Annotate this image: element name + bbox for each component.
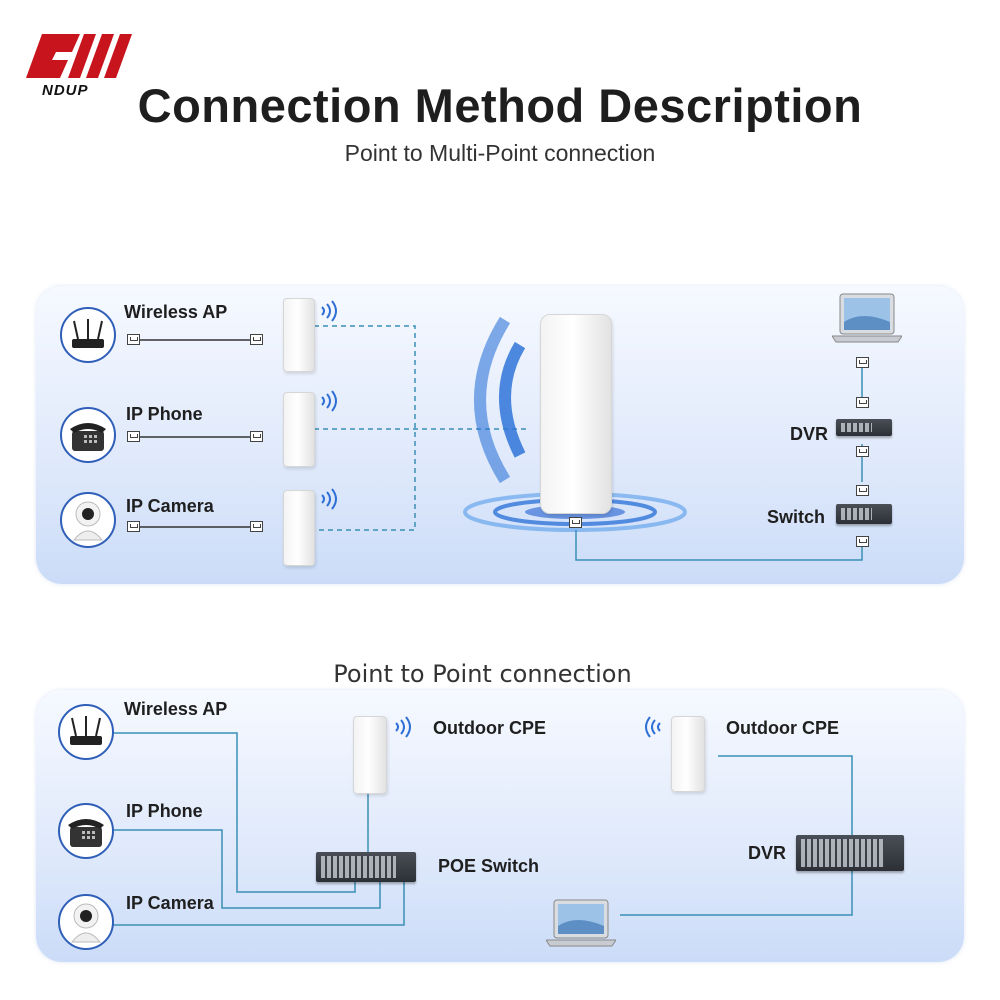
p2mp-subtitle: Point to Multi-Point connection bbox=[344, 140, 656, 166]
laptop-icon bbox=[545, 898, 617, 955]
ip-camera-label: IP Camera bbox=[126, 893, 214, 913]
router-icon bbox=[70, 716, 102, 745]
wireless-ap-device bbox=[58, 704, 114, 760]
wifi-signal-icon bbox=[642, 716, 664, 743]
outdoor-cpe-right bbox=[671, 716, 705, 792]
ip-camera-device bbox=[60, 492, 116, 548]
outdoor-cpe-left-label: Outdoor CPE bbox=[433, 718, 546, 738]
ethernet-port-icon bbox=[856, 357, 869, 368]
ip-phone-device bbox=[60, 407, 116, 463]
ip-phone-label: IP Phone bbox=[126, 801, 203, 821]
ethernet-port-icon bbox=[250, 334, 263, 345]
p2p-subtitle: Point to Point connection bbox=[333, 660, 632, 688]
outdoor-cpe-left bbox=[353, 716, 387, 794]
dvr-device bbox=[796, 835, 904, 871]
phone-icon bbox=[68, 819, 104, 847]
dvr-label: DVR bbox=[790, 424, 829, 444]
ethernet-port-icon bbox=[127, 521, 140, 532]
ip-phone-label: IP Phone bbox=[126, 404, 203, 424]
client-cpe bbox=[283, 490, 315, 566]
client-cpe bbox=[283, 392, 315, 467]
logo-text: NDUP bbox=[42, 82, 89, 99]
wifi-signal-icon bbox=[392, 716, 414, 743]
client-cpe bbox=[283, 298, 315, 372]
dvr-device bbox=[836, 419, 892, 436]
wireless-ap-device bbox=[60, 307, 116, 363]
camera-icon bbox=[70, 903, 102, 943]
page-title: Connection Method Description bbox=[137, 79, 863, 132]
poe-switch-label: POE Switch bbox=[438, 856, 540, 876]
poe-switch-device bbox=[316, 852, 416, 882]
dvr-label: DVR bbox=[748, 843, 787, 863]
wireless-ap-label: Wireless AP bbox=[124, 699, 228, 719]
ethernet-port-icon bbox=[127, 431, 140, 442]
ip-phone-device bbox=[58, 803, 114, 859]
ip-camera-device bbox=[58, 894, 114, 950]
ethernet-port-icon bbox=[250, 431, 263, 442]
ethernet-port-icon bbox=[569, 517, 582, 528]
base-station-cpe bbox=[540, 314, 612, 514]
wifi-signal-icon bbox=[318, 300, 340, 327]
wifi-signal-icon bbox=[318, 488, 340, 515]
laptop-icon bbox=[831, 292, 903, 353]
switch-label: Switch bbox=[767, 507, 826, 527]
phone-icon bbox=[70, 423, 106, 451]
ethernet-port-icon bbox=[856, 485, 869, 496]
wireless-ap-label: Wireless AP bbox=[124, 302, 228, 322]
ethernet-port-icon bbox=[250, 521, 263, 532]
brand-logo: NDUP bbox=[22, 26, 142, 102]
ethernet-port-icon bbox=[856, 397, 869, 408]
logo-mark-icon bbox=[26, 34, 132, 78]
switch-device bbox=[836, 504, 892, 524]
ip-camera-label: IP Camera bbox=[126, 496, 214, 516]
ethernet-port-icon bbox=[856, 536, 869, 547]
wifi-signal-icon bbox=[318, 390, 340, 417]
outdoor-cpe-right-label: Outdoor CPE bbox=[726, 718, 839, 738]
p2p-panel bbox=[36, 690, 964, 962]
camera-icon bbox=[72, 501, 104, 541]
ethernet-port-icon bbox=[127, 334, 140, 345]
ethernet-port-icon bbox=[856, 446, 869, 457]
router-icon bbox=[72, 319, 104, 348]
